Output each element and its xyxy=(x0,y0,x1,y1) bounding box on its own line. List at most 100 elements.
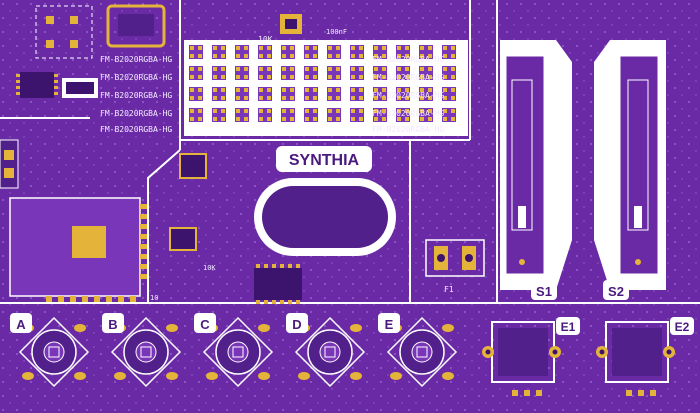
slider-s1[interactable] xyxy=(500,40,572,290)
small-ic xyxy=(169,227,197,251)
led xyxy=(212,66,226,80)
led xyxy=(258,87,272,101)
slider-s1-badge xyxy=(531,280,557,300)
button-label: B xyxy=(108,317,117,332)
led xyxy=(258,45,272,59)
led xyxy=(396,66,410,80)
title-badge xyxy=(276,146,372,172)
small-ic xyxy=(179,153,207,179)
led xyxy=(258,108,272,122)
led xyxy=(442,45,456,59)
button-label: A xyxy=(16,317,26,332)
push-button-c[interactable] xyxy=(202,316,274,388)
led xyxy=(442,108,456,122)
led xyxy=(396,108,410,122)
led xyxy=(396,45,410,59)
led-grid xyxy=(189,45,456,122)
button-badge xyxy=(194,313,216,333)
led xyxy=(373,87,387,101)
regulator-ic xyxy=(16,72,98,98)
led xyxy=(304,45,318,59)
button-label: D xyxy=(292,317,301,332)
led xyxy=(419,66,433,80)
led xyxy=(235,45,249,59)
stadium-cutout xyxy=(262,186,388,248)
led xyxy=(212,108,226,122)
led xyxy=(281,87,295,101)
push-button-e[interactable] xyxy=(386,316,458,388)
push-button-d[interactable] xyxy=(294,316,366,388)
capacitor-label: 100nF xyxy=(326,28,347,36)
led-part-label: FM-B2020RGBA-HG xyxy=(100,55,172,64)
button-label: E xyxy=(385,317,394,332)
led xyxy=(235,66,249,80)
button-badge xyxy=(102,313,124,333)
resistor-label: 10K xyxy=(203,264,216,272)
led xyxy=(235,108,249,122)
encoder-e2-badge xyxy=(670,317,694,335)
slider-s2-badge xyxy=(603,280,629,300)
led xyxy=(350,45,364,59)
led xyxy=(442,87,456,101)
led xyxy=(327,66,341,80)
led xyxy=(396,87,410,101)
led xyxy=(235,87,249,101)
fuse: F1 xyxy=(425,239,485,294)
led-part-label: FM-B2020RGBA-HG xyxy=(372,73,444,82)
slider-s2[interactable] xyxy=(594,40,666,290)
led-part-label: FM-B2020RGBA-HG xyxy=(100,109,172,118)
encoder-e2[interactable] xyxy=(596,321,675,396)
led xyxy=(419,87,433,101)
led-part-label: FM-B2020RGBA-HG xyxy=(372,109,444,118)
led xyxy=(189,87,203,101)
resistor-label: 10K xyxy=(258,35,273,44)
button-badge xyxy=(286,313,308,333)
led-part-label: FM-B2020RGBA-HG xyxy=(372,125,444,134)
led xyxy=(419,108,433,122)
led-part-label: FM-B2020RGBA-HG xyxy=(372,55,444,64)
led xyxy=(212,87,226,101)
led xyxy=(419,45,433,59)
led-part-label: FM-B2020RGBA-HG xyxy=(372,91,444,100)
led xyxy=(281,45,295,59)
led xyxy=(281,108,295,122)
encoder-e2-label: E2 xyxy=(675,320,690,334)
capacitor-label: 10 xyxy=(150,294,158,302)
led xyxy=(189,66,203,80)
slider-s1-label: S1 xyxy=(536,284,552,299)
mcu-module xyxy=(9,197,147,302)
side-connector xyxy=(0,139,19,189)
led xyxy=(304,87,318,101)
button-label: C xyxy=(200,317,210,332)
led xyxy=(373,45,387,59)
led xyxy=(212,45,226,59)
fuse-label: F1 xyxy=(444,285,454,294)
led xyxy=(327,45,341,59)
led xyxy=(442,66,456,80)
led xyxy=(350,87,364,101)
encoder-e1-badge xyxy=(556,317,580,335)
led xyxy=(189,45,203,59)
led xyxy=(189,108,203,122)
encoder-e1[interactable] xyxy=(482,321,561,396)
led-part-label: FM-B2020RGBA-HG xyxy=(100,125,172,134)
led-part-label: FM-B2020RGBA-HG xyxy=(100,73,172,82)
led xyxy=(350,66,364,80)
led xyxy=(327,87,341,101)
button-badge xyxy=(378,313,400,333)
board-outline xyxy=(0,0,700,304)
board-title: SYNTHIA xyxy=(289,152,360,169)
led-part-label: FM-B2020RGBA-HG xyxy=(100,91,172,100)
led xyxy=(327,108,341,122)
led xyxy=(281,66,295,80)
led xyxy=(258,66,272,80)
led xyxy=(304,66,318,80)
encoder-e1-label: E1 xyxy=(561,320,576,334)
led xyxy=(350,108,364,122)
usb-connector xyxy=(35,4,166,59)
led xyxy=(373,66,387,80)
led xyxy=(373,108,387,122)
button-badge xyxy=(10,313,32,333)
